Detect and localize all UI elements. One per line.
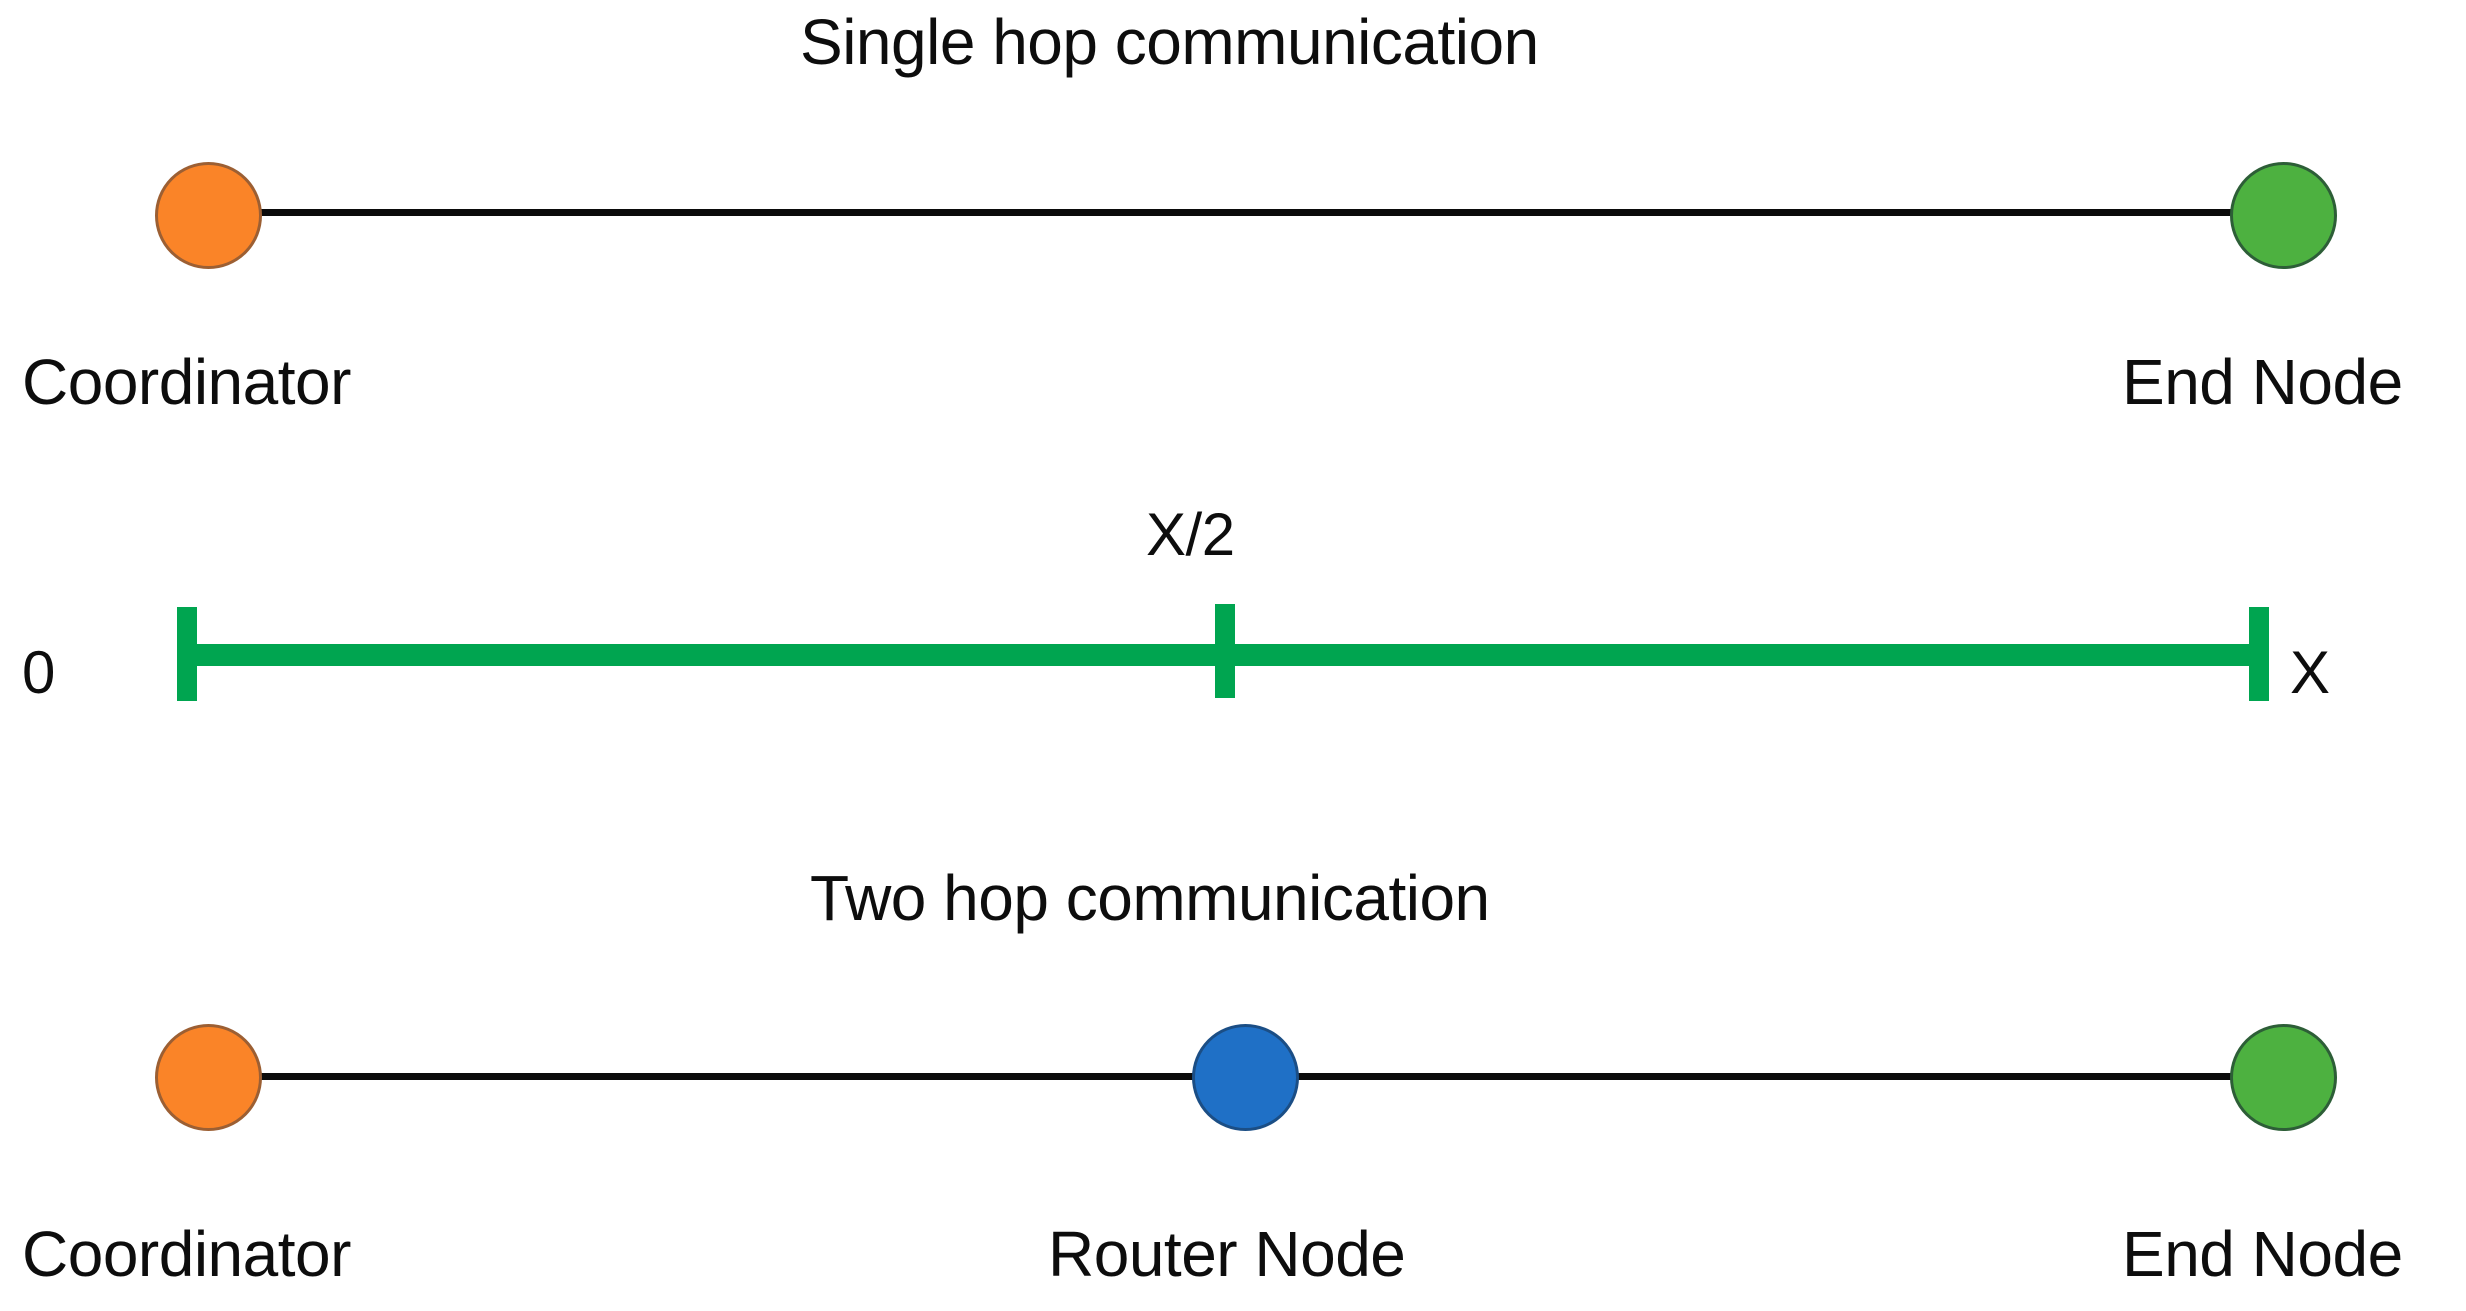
single-hop-title: Single hop communication: [800, 6, 1539, 78]
scale-start-label: 0: [22, 639, 55, 706]
two-hop-end-node[interactable]: [2230, 1024, 2337, 1131]
two-hop-router-label: Router Node: [1048, 1218, 1406, 1290]
scale-tick-mid: [1215, 604, 1235, 698]
scale-tick-end: [2249, 607, 2269, 701]
single-hop-link: [248, 209, 2238, 216]
two-hop-title: Two hop communication: [810, 862, 1490, 934]
scale-end-label: X: [2290, 639, 2330, 706]
two-hop-end-node-label: End Node: [2122, 1218, 2403, 1290]
single-hop-end-node-label: End Node: [2122, 346, 2403, 418]
two-hop-coordinator-label: Coordinator: [22, 1218, 351, 1290]
two-hop-link-right: [1288, 1073, 2238, 1080]
single-hop-coordinator-label: Coordinator: [22, 346, 351, 418]
two-hop-router-node[interactable]: [1192, 1024, 1299, 1131]
two-hop-coordinator-node[interactable]: [155, 1024, 262, 1131]
scale-tick-start: [177, 607, 197, 701]
single-hop-end-node[interactable]: [2230, 162, 2337, 269]
scale-mid-label: X/2: [1146, 501, 1235, 568]
two-hop-link-left: [248, 1073, 1208, 1080]
single-hop-coordinator-node[interactable]: [155, 162, 262, 269]
